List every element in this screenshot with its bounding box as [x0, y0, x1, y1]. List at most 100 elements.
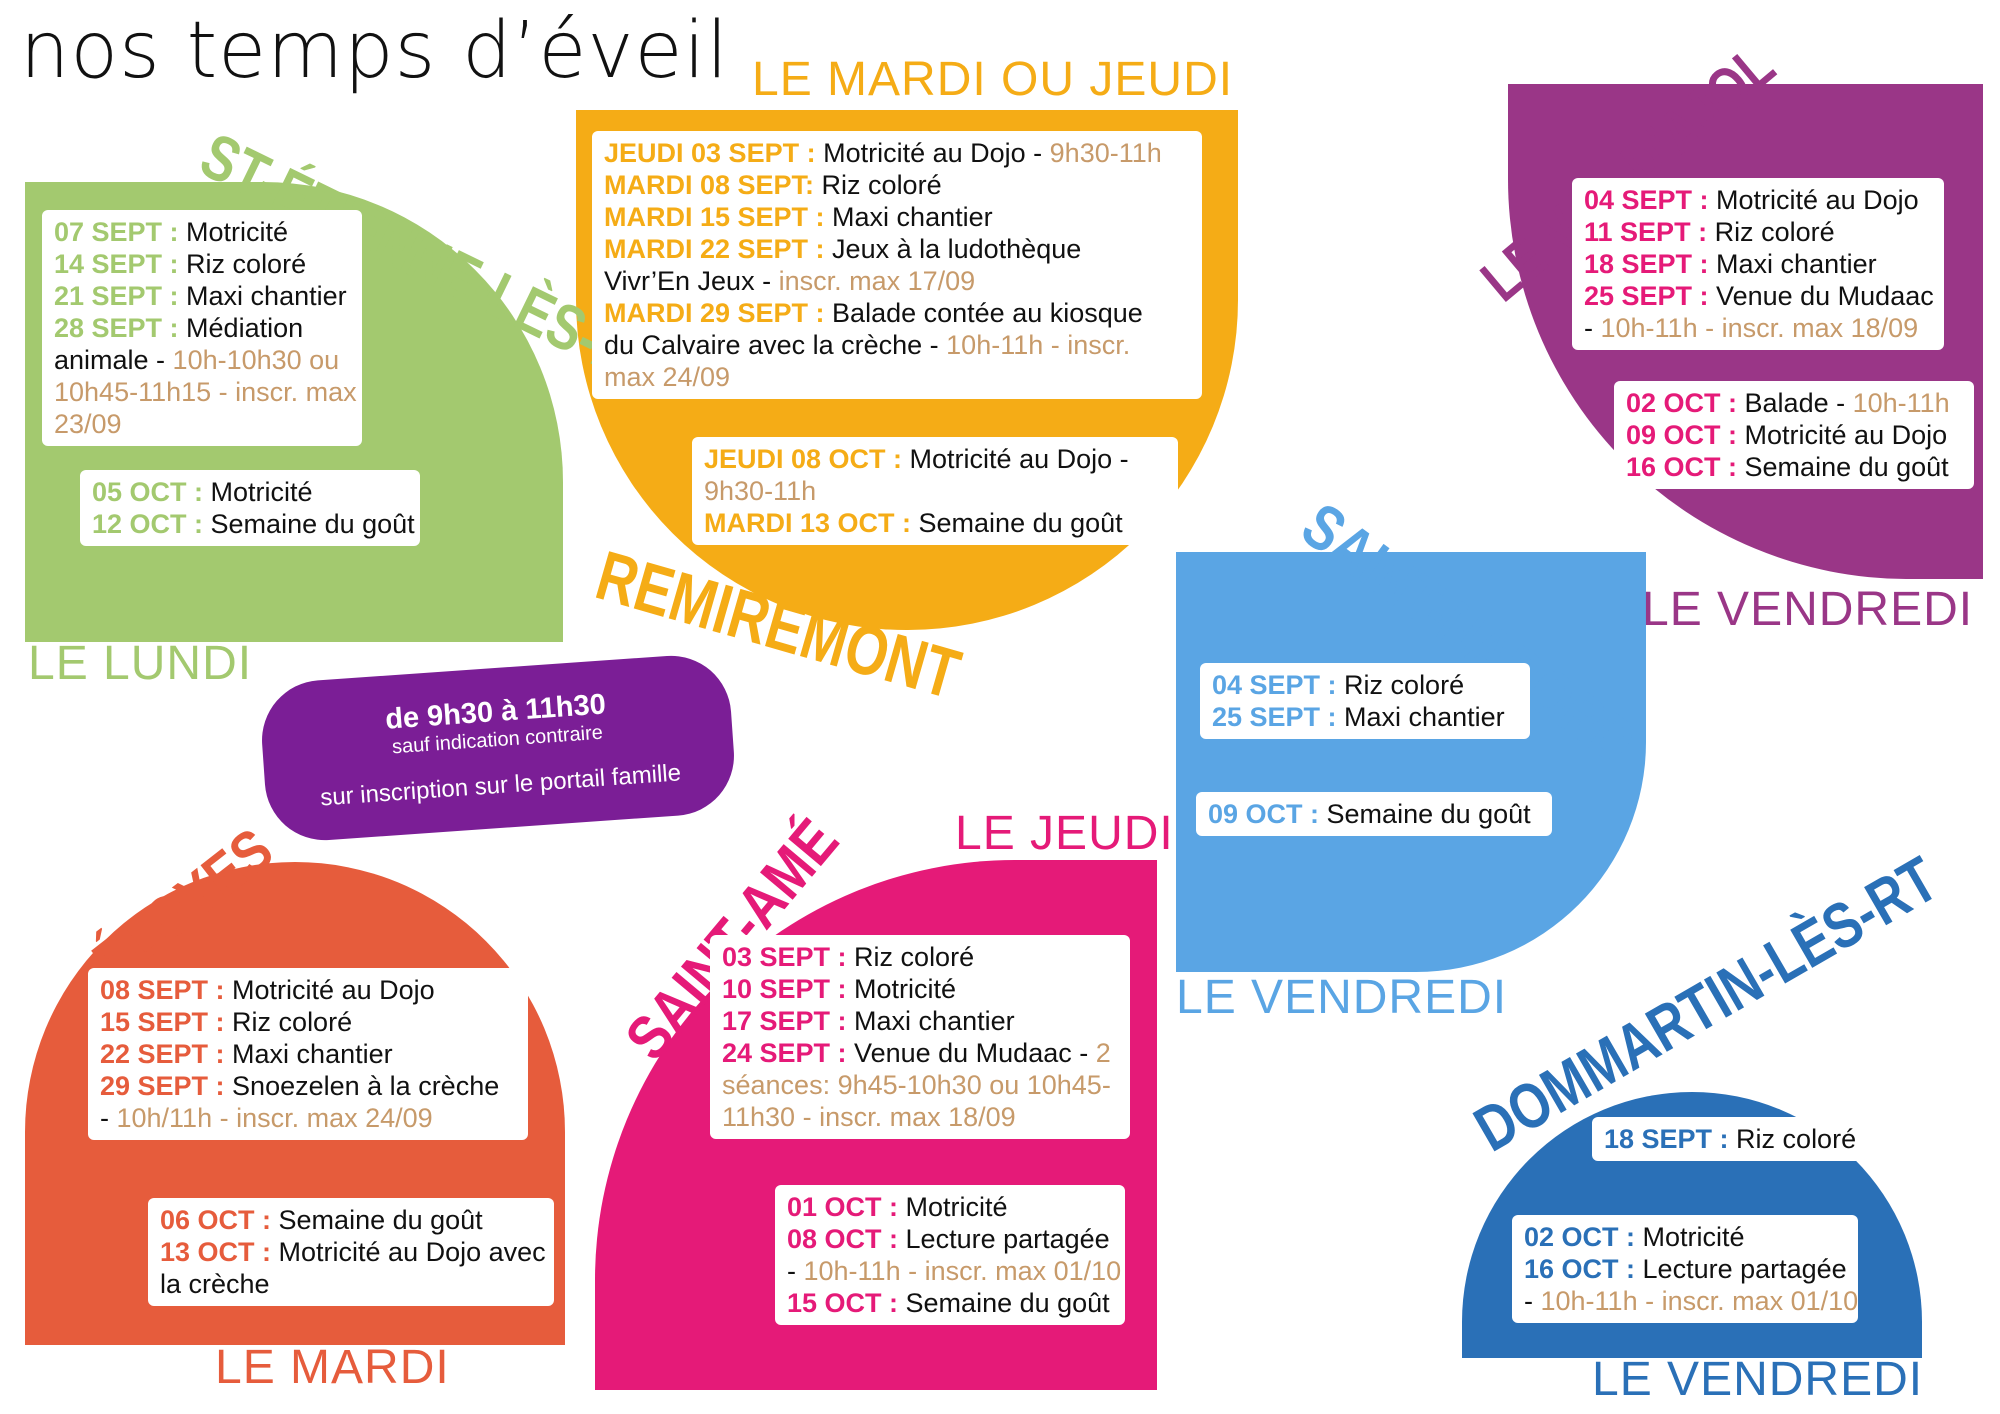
event-date: MARDI 29 SEPT :: [604, 298, 825, 328]
event-date: 17 SEPT :: [722, 1006, 847, 1036]
event-line: 17 SEPT : Maxi chantier: [722, 1005, 1118, 1037]
event-date: 21 SEPT :: [54, 281, 179, 311]
event-note: 2: [1095, 1038, 1111, 1068]
event-text: Motricité: [1635, 1222, 1745, 1252]
event-date: 18 SEPT :: [1584, 249, 1709, 279]
event-line: 10 SEPT : Motricité: [722, 973, 1118, 1005]
event-text: Maxi chantier: [178, 281, 347, 311]
page-title: nos temps d’éveil: [20, 6, 729, 96]
event-date: 09 OCT :: [1626, 420, 1738, 450]
event-line: 15 OCT : Semaine du goût: [787, 1287, 1113, 1319]
event-line: 23/09: [54, 408, 350, 440]
event-date: 05 OCT :: [92, 477, 204, 507]
event-text: Riz coloré: [1728, 1124, 1857, 1154]
event-date: 11 SEPT :: [1584, 217, 1708, 247]
event-line: 14 SEPT : Riz coloré: [54, 248, 350, 280]
event-date: 24 SEPT :: [722, 1038, 847, 1068]
event-text: Riz coloré: [178, 249, 307, 279]
info-pill: de 9h30 à 11h30 sauf indication contrair…: [257, 651, 739, 845]
event-date: JEUDI 08 OCT :: [704, 444, 903, 474]
event-text: Motricité: [203, 477, 313, 507]
event-text: Riz coloré: [1707, 217, 1835, 247]
event-line: 10h45-11h15 - inscr. max: [54, 376, 357, 408]
event-line: 09 OCT : Motricité au Dojo: [1626, 419, 1962, 451]
event-text: Semaine du goût: [203, 509, 415, 539]
event-line: 09 OCT : Semaine du goût: [1208, 798, 1540, 830]
event-line: MARDI 15 SEPT : Maxi chantier: [604, 201, 1190, 233]
event-text: animale -: [54, 345, 173, 375]
event-line: - 10h-11h - inscr. max 18/09: [1584, 312, 1932, 344]
event-text: Motricité: [178, 217, 289, 247]
event-line: 25 SEPT : Venue du Mudaac: [1584, 280, 1934, 312]
event-date: MARDI 08 SEPT:: [604, 170, 815, 200]
event-text: Maxi chantier: [224, 1039, 393, 1069]
event-text: Jeux à la ludothèque: [824, 234, 1082, 264]
event-text: Balade contée au kiosque: [824, 298, 1143, 328]
event-line: - 10h-11h - inscr. max 01/10: [787, 1255, 1121, 1287]
event-text: -: [1524, 1286, 1541, 1316]
event-note: 10h-11h - inscr. max 18/09: [1600, 313, 1919, 343]
event-date: 18 SEPT :: [1604, 1124, 1729, 1154]
event-line: la crèche: [160, 1268, 542, 1300]
event-date: 03 SEPT :: [722, 942, 847, 972]
event-line: 08 OCT : Lecture partagée: [787, 1223, 1113, 1255]
event-date: 22 SEPT :: [100, 1039, 225, 1069]
event-line: 29 SEPT : Snoezelen à la crèche: [100, 1070, 516, 1102]
event-note: 10h-10h30 ou: [172, 345, 340, 375]
event-text: Maxi chantier: [824, 202, 993, 232]
event-text: Snoezelen à la crèche: [224, 1071, 500, 1101]
event-date: 06 OCT :: [160, 1205, 272, 1235]
event-line: 21 SEPT : Maxi chantier: [54, 280, 350, 312]
event-note: 10h-11h - inscr. max 01/10: [1540, 1286, 1859, 1316]
event-line: - 10h/11h - inscr. max 24/09: [100, 1102, 516, 1134]
event-line: 02 OCT : Motricité: [1524, 1221, 1846, 1253]
event-text: la crèche: [160, 1269, 270, 1299]
event-text: Venue du Mudaac: [1708, 281, 1934, 311]
event-date: 07 SEPT :: [54, 217, 179, 247]
event-line: 15 SEPT : Riz coloré: [100, 1006, 516, 1038]
event-line: MARDI 29 SEPT : Balade contée au kiosque: [604, 297, 1190, 329]
event-date: 12 OCT :: [92, 509, 204, 539]
event-line: 03 SEPT : Riz coloré: [722, 941, 1118, 973]
event-text: Motricité au Dojo -: [815, 138, 1050, 168]
event-date: 16 OCT :: [1524, 1254, 1636, 1284]
remiremont-sept-box: JEUDI 03 SEPT : Motricité au Dojo - 9h30…: [592, 131, 1202, 399]
event-date: 13 OCT :: [160, 1237, 272, 1267]
event-text: Vivr’En Jeux -: [604, 266, 779, 296]
saint-nabord-oct-box: 09 OCT : Semaine du goût: [1196, 792, 1552, 836]
event-date: 25 SEPT :: [1212, 702, 1337, 732]
event-date: JEUDI 03 SEPT :: [604, 138, 816, 168]
event-note: inscr. max 17/09: [778, 266, 976, 296]
event-note: 10h-11h: [1852, 388, 1950, 418]
event-line: animale - 10h-10h30 ou: [54, 344, 350, 376]
event-line: 28 SEPT : Médiation: [54, 312, 350, 344]
event-text: -: [1584, 313, 1601, 343]
event-line: 11 SEPT : Riz coloré: [1584, 216, 1932, 248]
event-text: Motricité: [898, 1192, 1008, 1222]
event-line: du Calvaire avec la crèche - 10h-11h - i…: [604, 329, 1190, 361]
day-saint-ame: LE JEUDI: [955, 807, 1174, 860]
event-line: - 10h-11h - inscr. max 01/10: [1524, 1285, 1858, 1317]
event-line: 18 SEPT : Riz coloré: [1604, 1123, 1856, 1155]
event-text: Semaine du goût: [271, 1205, 483, 1235]
day-st-etienne: LE LUNDI: [28, 637, 253, 690]
event-text: Semaine du goût: [911, 508, 1123, 538]
event-date: MARDI 22 SEPT :: [604, 234, 825, 264]
event-note: max 24/09: [604, 362, 731, 392]
event-date: 16 OCT :: [1626, 452, 1738, 482]
event-date: MARDI 13 OCT :: [704, 508, 912, 538]
event-text: Maxi chantier: [1708, 249, 1877, 279]
event-text: du Calvaire avec la crèche -: [604, 330, 947, 360]
event-date: 08 OCT :: [787, 1224, 899, 1254]
dommartin-sept-box: 18 SEPT : Riz coloré: [1592, 1117, 1864, 1161]
event-date: 10 SEPT :: [722, 974, 847, 1004]
event-line: MARDI 08 SEPT: Riz coloré: [604, 169, 1190, 201]
event-text: Venue du Mudaac -: [846, 1038, 1096, 1068]
